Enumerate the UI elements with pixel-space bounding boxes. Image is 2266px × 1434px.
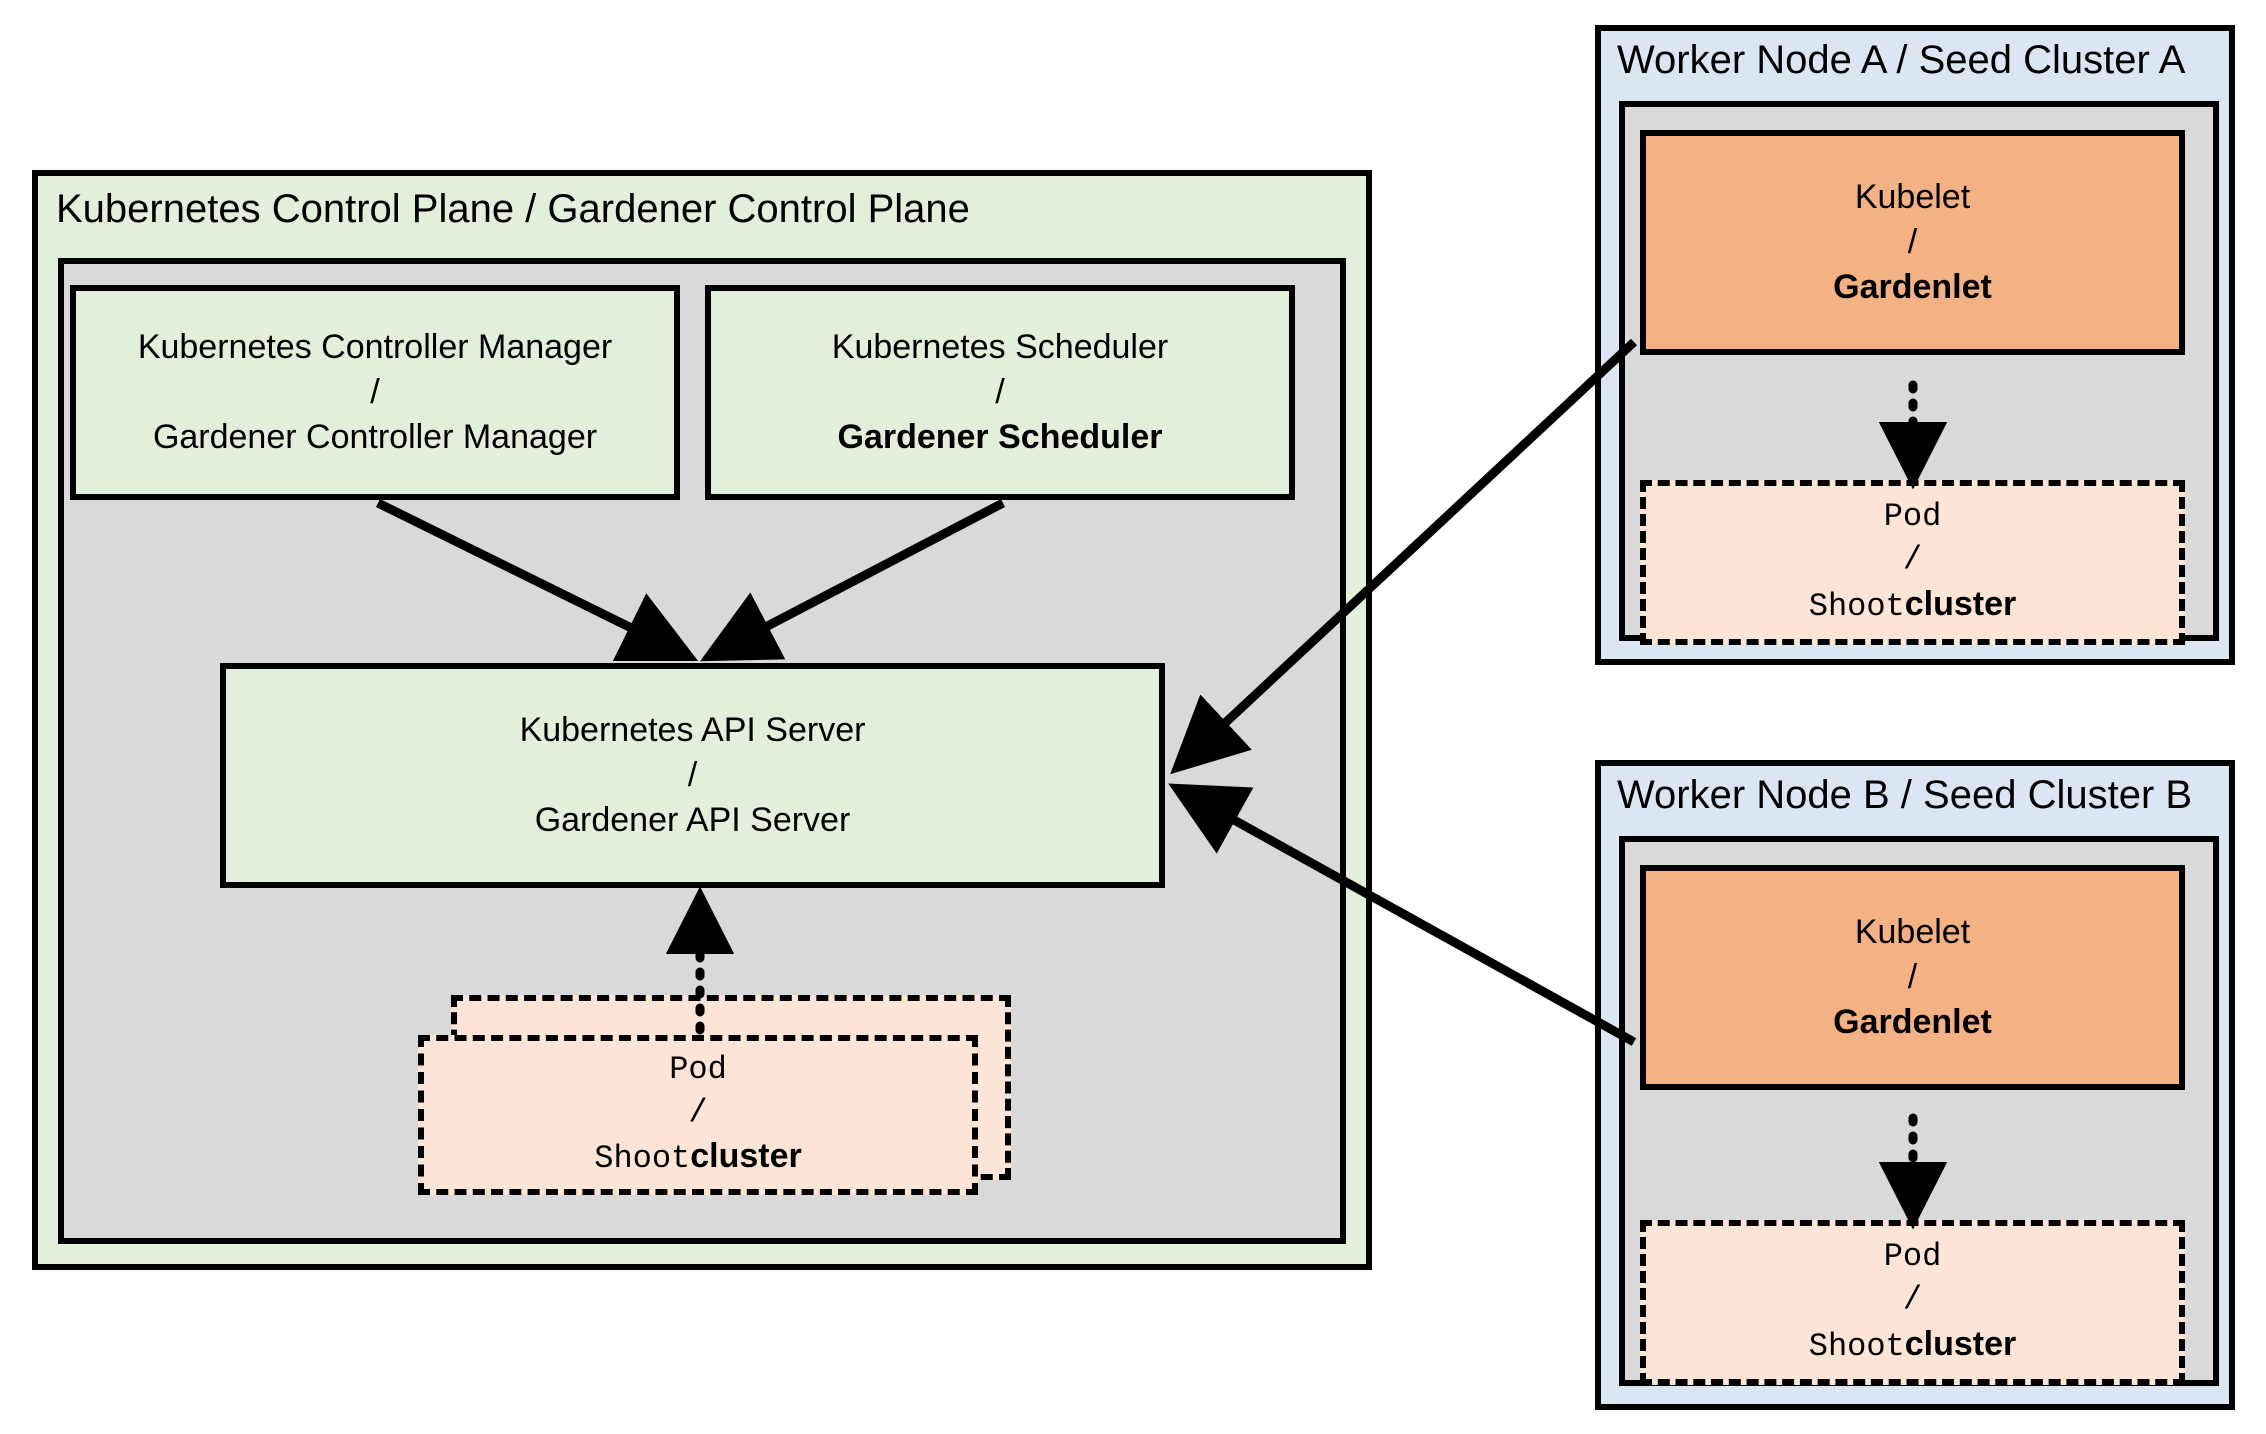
api-server-line1: Kubernetes API Server [519,711,866,750]
seed-a-pod-line1: Pod [1883,498,1942,536]
control-plane-pod-line2-bold: cluster [690,1137,802,1176]
control-plane-pod-label: Pod / Shootcluster [424,1049,972,1182]
seed-b-pod-box[interactable]: Pod / Shootcluster [1640,1220,2185,1385]
seed-a-pod-line2-mono: Shoot [1808,587,1905,625]
controller-manager-line1: Kubernetes Controller Manager [137,328,613,367]
seed-b-kubelet-line1: Kubelet [1854,913,1971,952]
api-server-label: Kubernetes API Server / Gardener API Ser… [226,708,1159,843]
seed-cluster-a-title: Worker Node A / Seed Cluster A [1617,38,2186,82]
seed-b-pod-line2-bold: cluster [1904,1324,2017,1363]
control-plane-pod-line1: Pod [669,1050,727,1088]
seed-a-pod-box[interactable]: Pod / Shootcluster [1640,480,2185,645]
seed-b-kubelet-gardenlet-box[interactable]: Kubelet / Gardenlet [1640,865,2185,1090]
seed-cluster-b-title: Worker Node B / Seed Cluster B [1617,773,2193,817]
seed-b-kubelet-line2: Gardenlet [1833,1002,1992,1041]
kubernetes-scheduler-box[interactable]: Kubernetes Scheduler / Gardener Schedule… [705,285,1295,500]
api-server-line2: Gardener API Server [534,800,851,839]
seed-a-kubelet-line1: Kubelet [1854,178,1971,217]
seed-a-pod-separator: / [1902,541,1923,579]
scheduler-separator: / [995,373,1005,412]
seed-a-pod-line2-bold: cluster [1904,584,2017,623]
control-plane-pod-line2-mono: Shoot [594,1140,691,1178]
controller-manager-line2: Gardener Controller Manager [152,417,598,456]
seed-a-kubelet-separator: / [1907,223,1918,262]
seed-a-kubelet-line2: Gardenlet [1833,267,1992,306]
api-server-separator: / [687,756,698,795]
controller-manager-label: Kubernetes Controller Manager / Gardener… [76,325,674,460]
seed-b-kubelet-separator: / [1907,958,1918,997]
control-plane-pod-box[interactable]: Pod / Shootcluster [418,1035,978,1195]
scheduler-line2: Gardener Scheduler [837,417,1163,456]
scheduler-line1: Kubernetes Scheduler [831,328,1169,367]
seed-b-pod-separator: / [1902,1281,1923,1319]
control-plane-title: Kubernetes Control Plane / Gardener Cont… [56,187,970,231]
controller-manager-separator: / [370,373,380,412]
control-plane-pod-separator: / [688,1093,708,1131]
scheduler-label: Kubernetes Scheduler / Gardener Schedule… [711,325,1289,460]
seed-b-pod-label: Pod / Shootcluster [1646,1236,2179,1369]
seed-b-kubelet-label: Kubelet / Gardenlet [1646,910,2179,1045]
seed-b-pod-line2-mono: Shoot [1808,1327,1905,1365]
seed-a-kubelet-gardenlet-box[interactable]: Kubelet / Gardenlet [1640,130,2185,355]
kubernetes-api-server-box[interactable]: Kubernetes API Server / Gardener API Ser… [220,663,1165,888]
kubernetes-controller-manager-box[interactable]: Kubernetes Controller Manager / Gardener… [70,285,680,500]
seed-a-pod-label: Pod / Shootcluster [1646,496,2179,629]
seed-b-pod-line1: Pod [1883,1238,1942,1276]
seed-a-kubelet-label: Kubelet / Gardenlet [1646,175,2179,310]
